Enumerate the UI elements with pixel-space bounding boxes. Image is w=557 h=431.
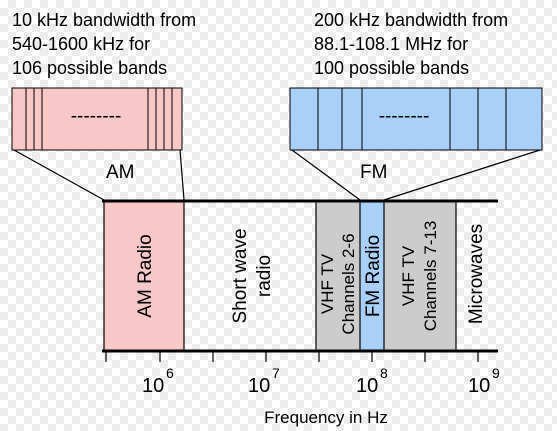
tick-base: 10	[248, 375, 270, 397]
fm-zoom-channel-lines	[317, 88, 507, 150]
am-caption-line-1: 10 kHz bandwidth from	[12, 10, 196, 30]
tick-exponent: 7	[272, 365, 280, 381]
am-connector-right	[179, 149, 185, 201]
fm-connector-right	[383, 149, 541, 201]
fm-radio-band	[360, 201, 384, 351]
fm-zoom-label: FM	[360, 162, 387, 183]
short-wave-label-2: radio	[254, 255, 275, 297]
tick-label-1e9: 10 9	[468, 365, 500, 397]
vhf-low-label-2: Channels 2-6	[339, 233, 358, 334]
vhf-high-label-1: VHF TV	[399, 245, 418, 306]
zoom-connectors	[13, 149, 541, 201]
tick-exponent: 9	[492, 365, 500, 381]
am-zoom-dots-bg	[50, 104, 142, 134]
tick-exponent: 8	[380, 365, 388, 381]
tick-base: 10	[468, 375, 490, 397]
am-zoom-box: --------	[11, 87, 183, 151]
am-caption-line-3: 106 possible bands	[12, 58, 167, 78]
vhf-high-band	[384, 201, 456, 351]
vhf-low-band	[316, 201, 360, 351]
am-connector-left	[13, 149, 105, 201]
tick-exponent: 6	[166, 365, 174, 381]
fm-caption-line-2: 88.1-108.1 MHz for	[314, 34, 468, 54]
am-caption-line-2: 540-1600 kHz for	[12, 34, 150, 54]
fm-zoom-dots-bg	[368, 104, 438, 134]
axis-title: Frequency in Hz	[264, 408, 388, 427]
fm-caption-line-3: 100 possible bands	[314, 58, 469, 78]
axis-ticks	[105, 351, 479, 362]
short-wave-label-1: Short wave	[230, 228, 251, 323]
fm-caption: 200 kHz bandwidth from 88.1-108.1 MHz fo…	[314, 10, 508, 78]
microwaves-label: Microwaves	[466, 224, 487, 324]
fm-radio-label: FM Radio	[363, 235, 384, 317]
fm-connector-left	[291, 149, 361, 201]
tick-label-1e8: 10 8	[356, 365, 388, 397]
am-zoom-dots: --------	[71, 106, 122, 127]
am-radio-label: AM Radio	[135, 234, 156, 317]
am-zoom-channel-lines	[25, 88, 173, 150]
fm-caption-line-1: 200 kHz bandwidth from	[314, 10, 508, 30]
tick-base: 10	[356, 375, 378, 397]
tick-base: 10	[142, 375, 164, 397]
tick-label-1e6: 10 6	[142, 365, 174, 397]
band-strip: AM Radio Short wave radio VHF TV Channel…	[102, 199, 498, 353]
fm-zoom-dots: --------	[379, 106, 430, 127]
am-caption: 10 kHz bandwidth from 540-1600 kHz for 1…	[12, 10, 196, 78]
am-zoom-label: AM	[106, 162, 135, 183]
vhf-low-label-1: VHF TV	[318, 253, 337, 314]
tick-label-1e7: 10 7	[248, 365, 280, 397]
am-radio-band	[104, 201, 184, 351]
vhf-high-label-2: Channels 7-13	[421, 221, 440, 332]
fm-zoom-box: --------	[289, 87, 543, 151]
